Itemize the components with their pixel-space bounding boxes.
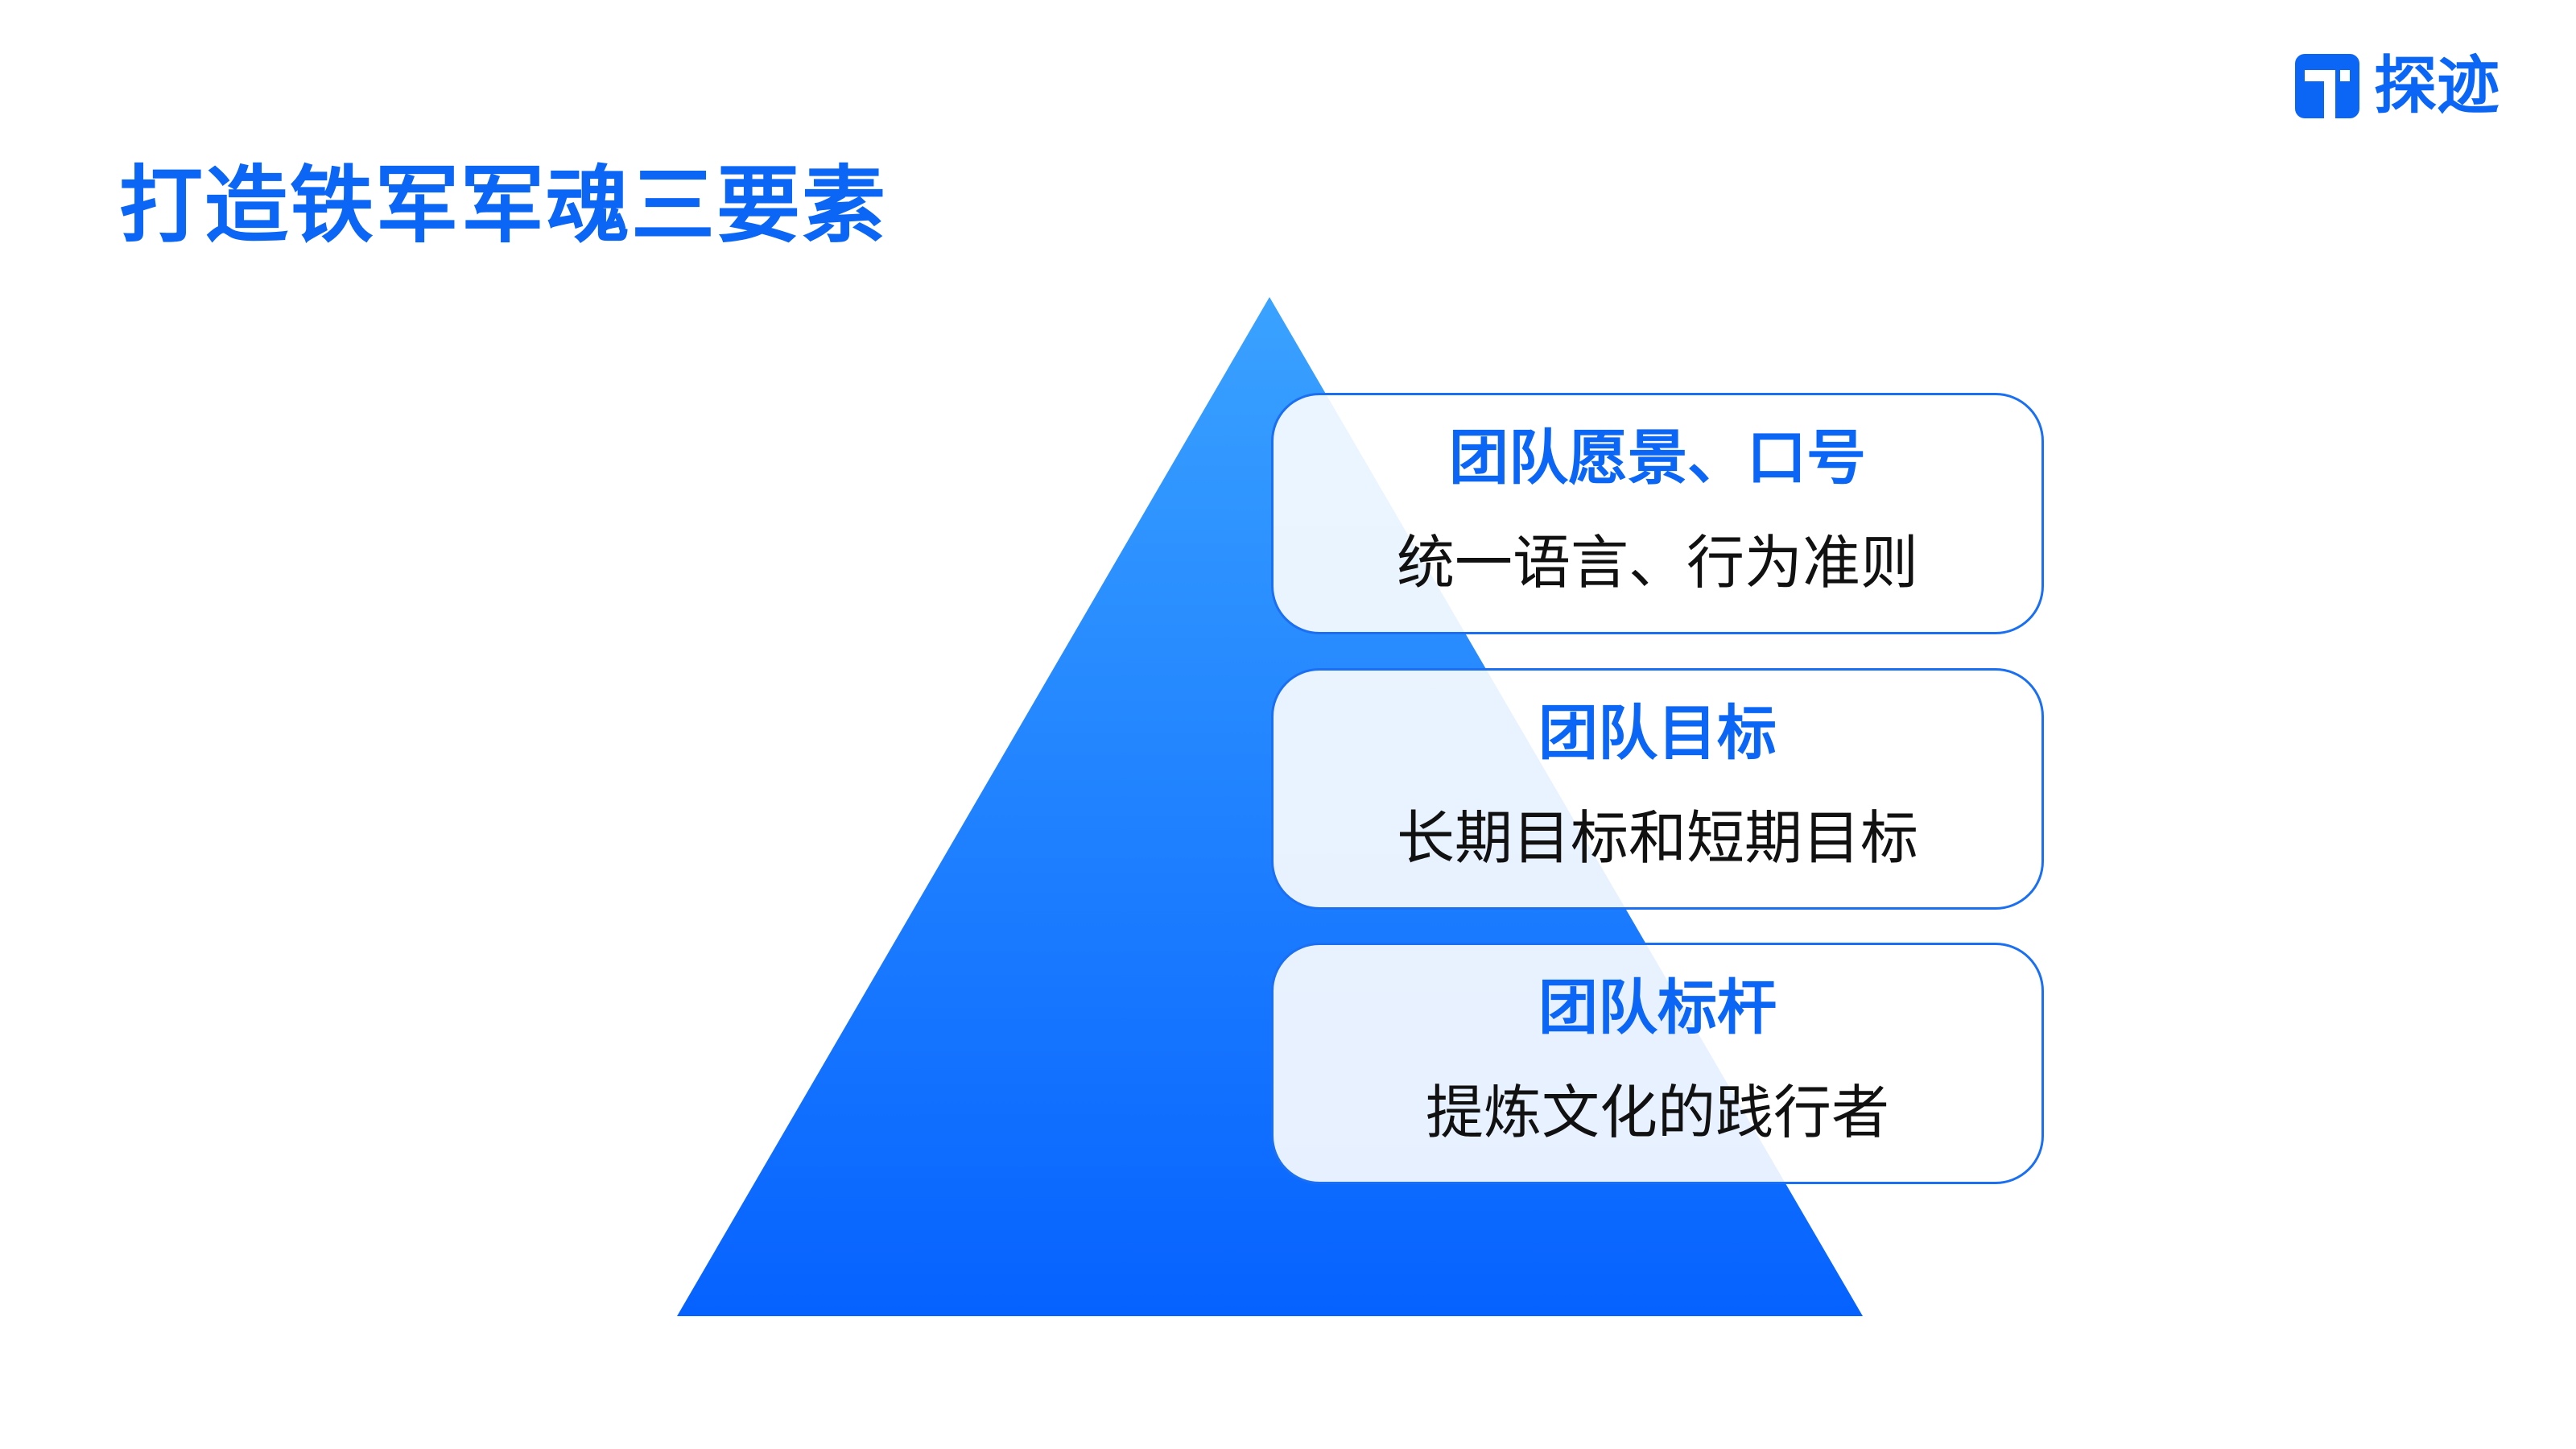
element-card-goals: 团队目标 长期目标和短期目标 — [1271, 668, 2044, 910]
tanji-t-logo-icon — [2295, 54, 2359, 118]
element-card-benchmark: 团队标杆 提炼文化的践行者 — [1271, 943, 2044, 1184]
card-heading: 团队目标 — [1538, 699, 1777, 768]
card-heading: 团队愿景、口号 — [1449, 423, 1866, 493]
card-text: 长期目标和短期目标 — [1396, 804, 1918, 872]
page-title: 打造铁军军魂三要素 — [119, 156, 888, 254]
card-text: 提炼文化的践行者 — [1425, 1079, 1889, 1146]
card-heading: 团队标杆 — [1538, 973, 1777, 1042]
brand-name: 探迹 — [2374, 50, 2500, 122]
brand-logo: 探迹 — [2295, 50, 2500, 122]
card-text: 统一语言、行为准则 — [1396, 529, 1918, 597]
element-card-vision: 团队愿景、口号 统一语言、行为准则 — [1271, 393, 2044, 634]
